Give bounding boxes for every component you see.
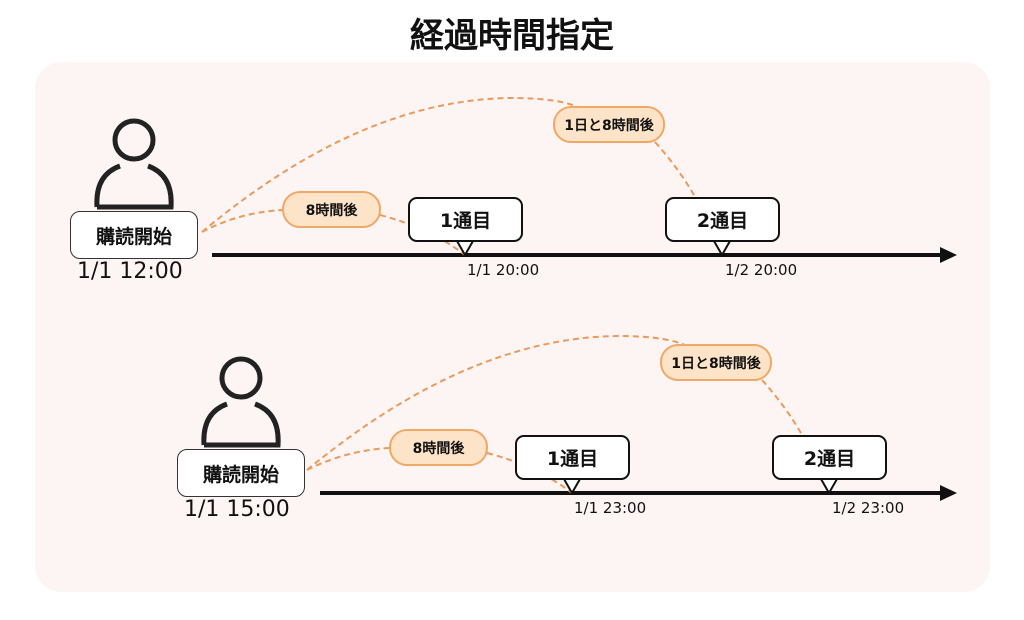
start-time: 1/1 12:00: [77, 259, 183, 284]
bubble-tail: [819, 478, 839, 496]
message-time-1: 1/1 23:00: [574, 499, 647, 517]
bubble-tail: [562, 478, 582, 496]
message-time-1: 1/1 20:00: [467, 261, 540, 279]
delay-pill: 8時間後: [389, 429, 488, 466]
arrow-head-icon: [940, 247, 957, 263]
message-time-2: 1/2 23:00: [832, 499, 905, 517]
subscribe-start-box: 購読開始: [177, 449, 305, 497]
start-time: 1/1 15:00: [184, 497, 290, 522]
delay-pill: 8時間後: [282, 191, 381, 228]
row-1-lines: [94, 96, 957, 263]
diagram-panel: [35, 62, 990, 592]
message-bubble-2: 2通目: [665, 197, 780, 242]
message-bubble-1: 1通目: [515, 435, 630, 480]
delay-pill: 1日と8時間後: [660, 344, 772, 381]
person-body-icon: [201, 401, 281, 448]
person-head-icon: [219, 356, 263, 400]
arrow-head-icon: [940, 485, 957, 501]
subscribe-start-box: 購読開始: [70, 211, 198, 259]
person-head-icon: [112, 118, 156, 162]
page-title: 経過時間指定: [410, 16, 614, 56]
message-bubble-1: 1通目: [408, 197, 523, 242]
message-time-2: 1/2 20:00: [725, 261, 798, 279]
bubble-tail: [455, 240, 475, 258]
row-2-lines: [201, 334, 957, 501]
message-bubble-2: 2通目: [772, 435, 887, 480]
person-body-icon: [94, 163, 174, 210]
bubble-tail: [712, 240, 732, 258]
delay-pill: 1日と8時間後: [553, 106, 665, 143]
